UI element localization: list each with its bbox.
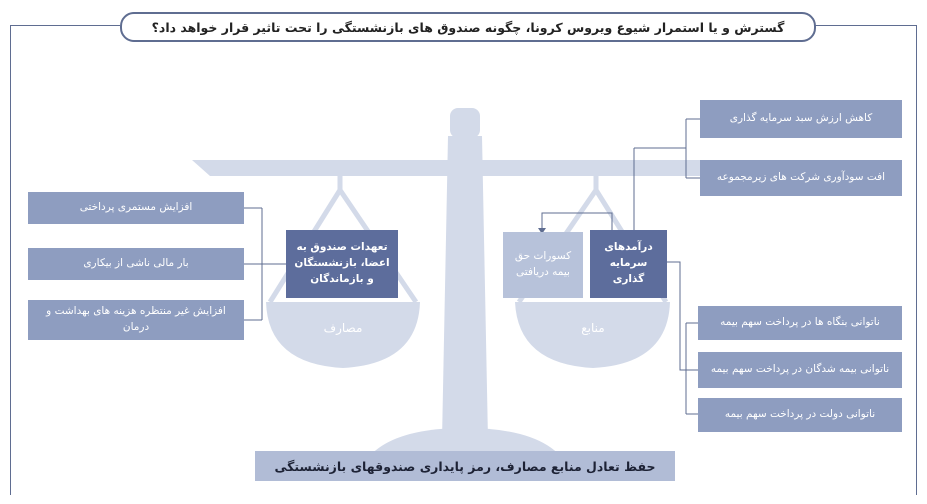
footer-banner: حفظ تعادل منابع مصارف، رمز پایداری صندوق… bbox=[255, 451, 675, 481]
cause-box-health-costs: افزایش غیر منتظره هزینه های بهداشت و درم… bbox=[28, 300, 244, 340]
investment-income-box: درآمدهای سرمایه گذاری bbox=[590, 230, 667, 298]
frame-line bbox=[812, 25, 917, 26]
frame-line bbox=[10, 25, 11, 495]
cause-box-portfolio-value-drop: کاهش ارزش سبد سرمایه گذاری bbox=[700, 100, 902, 138]
expenses-pan-label: مصارف bbox=[323, 321, 363, 335]
cause-box-subsidiary-profit-drop: افت سودآوری شرکت های زیرمجموعه bbox=[700, 160, 902, 196]
cause-box-government-unable-to-pay: ناتوانی دولت در پرداخت سهم بیمه bbox=[698, 398, 902, 432]
cause-box-firms-unable-to-pay: ناتوانی بنگاه ها در پرداخت سهم بیمه bbox=[698, 306, 902, 340]
cause-box-unemployment-burden: بار مالی ناشی از بیکاری bbox=[28, 248, 244, 280]
expenses-obligations-box: تعهدات صندوق به اعضا، بازنشستگان و بازما… bbox=[286, 230, 398, 298]
page-title: گسترش و یا استمرار شیوع ویروس کرونا، چگو… bbox=[120, 12, 816, 42]
cause-box-insured-unable-to-pay: ناتوانی بیمه شدگان در پرداخت سهم بیمه bbox=[698, 352, 902, 388]
frame-line bbox=[10, 25, 120, 26]
cause-box-pension-increase: افزایش مستمری پرداختی bbox=[28, 192, 244, 224]
frame-line bbox=[916, 25, 917, 495]
resources-pan-label: منابع bbox=[581, 321, 605, 335]
insurance-deficit-box: کسورات حق بیمه دریافتی bbox=[503, 232, 583, 298]
